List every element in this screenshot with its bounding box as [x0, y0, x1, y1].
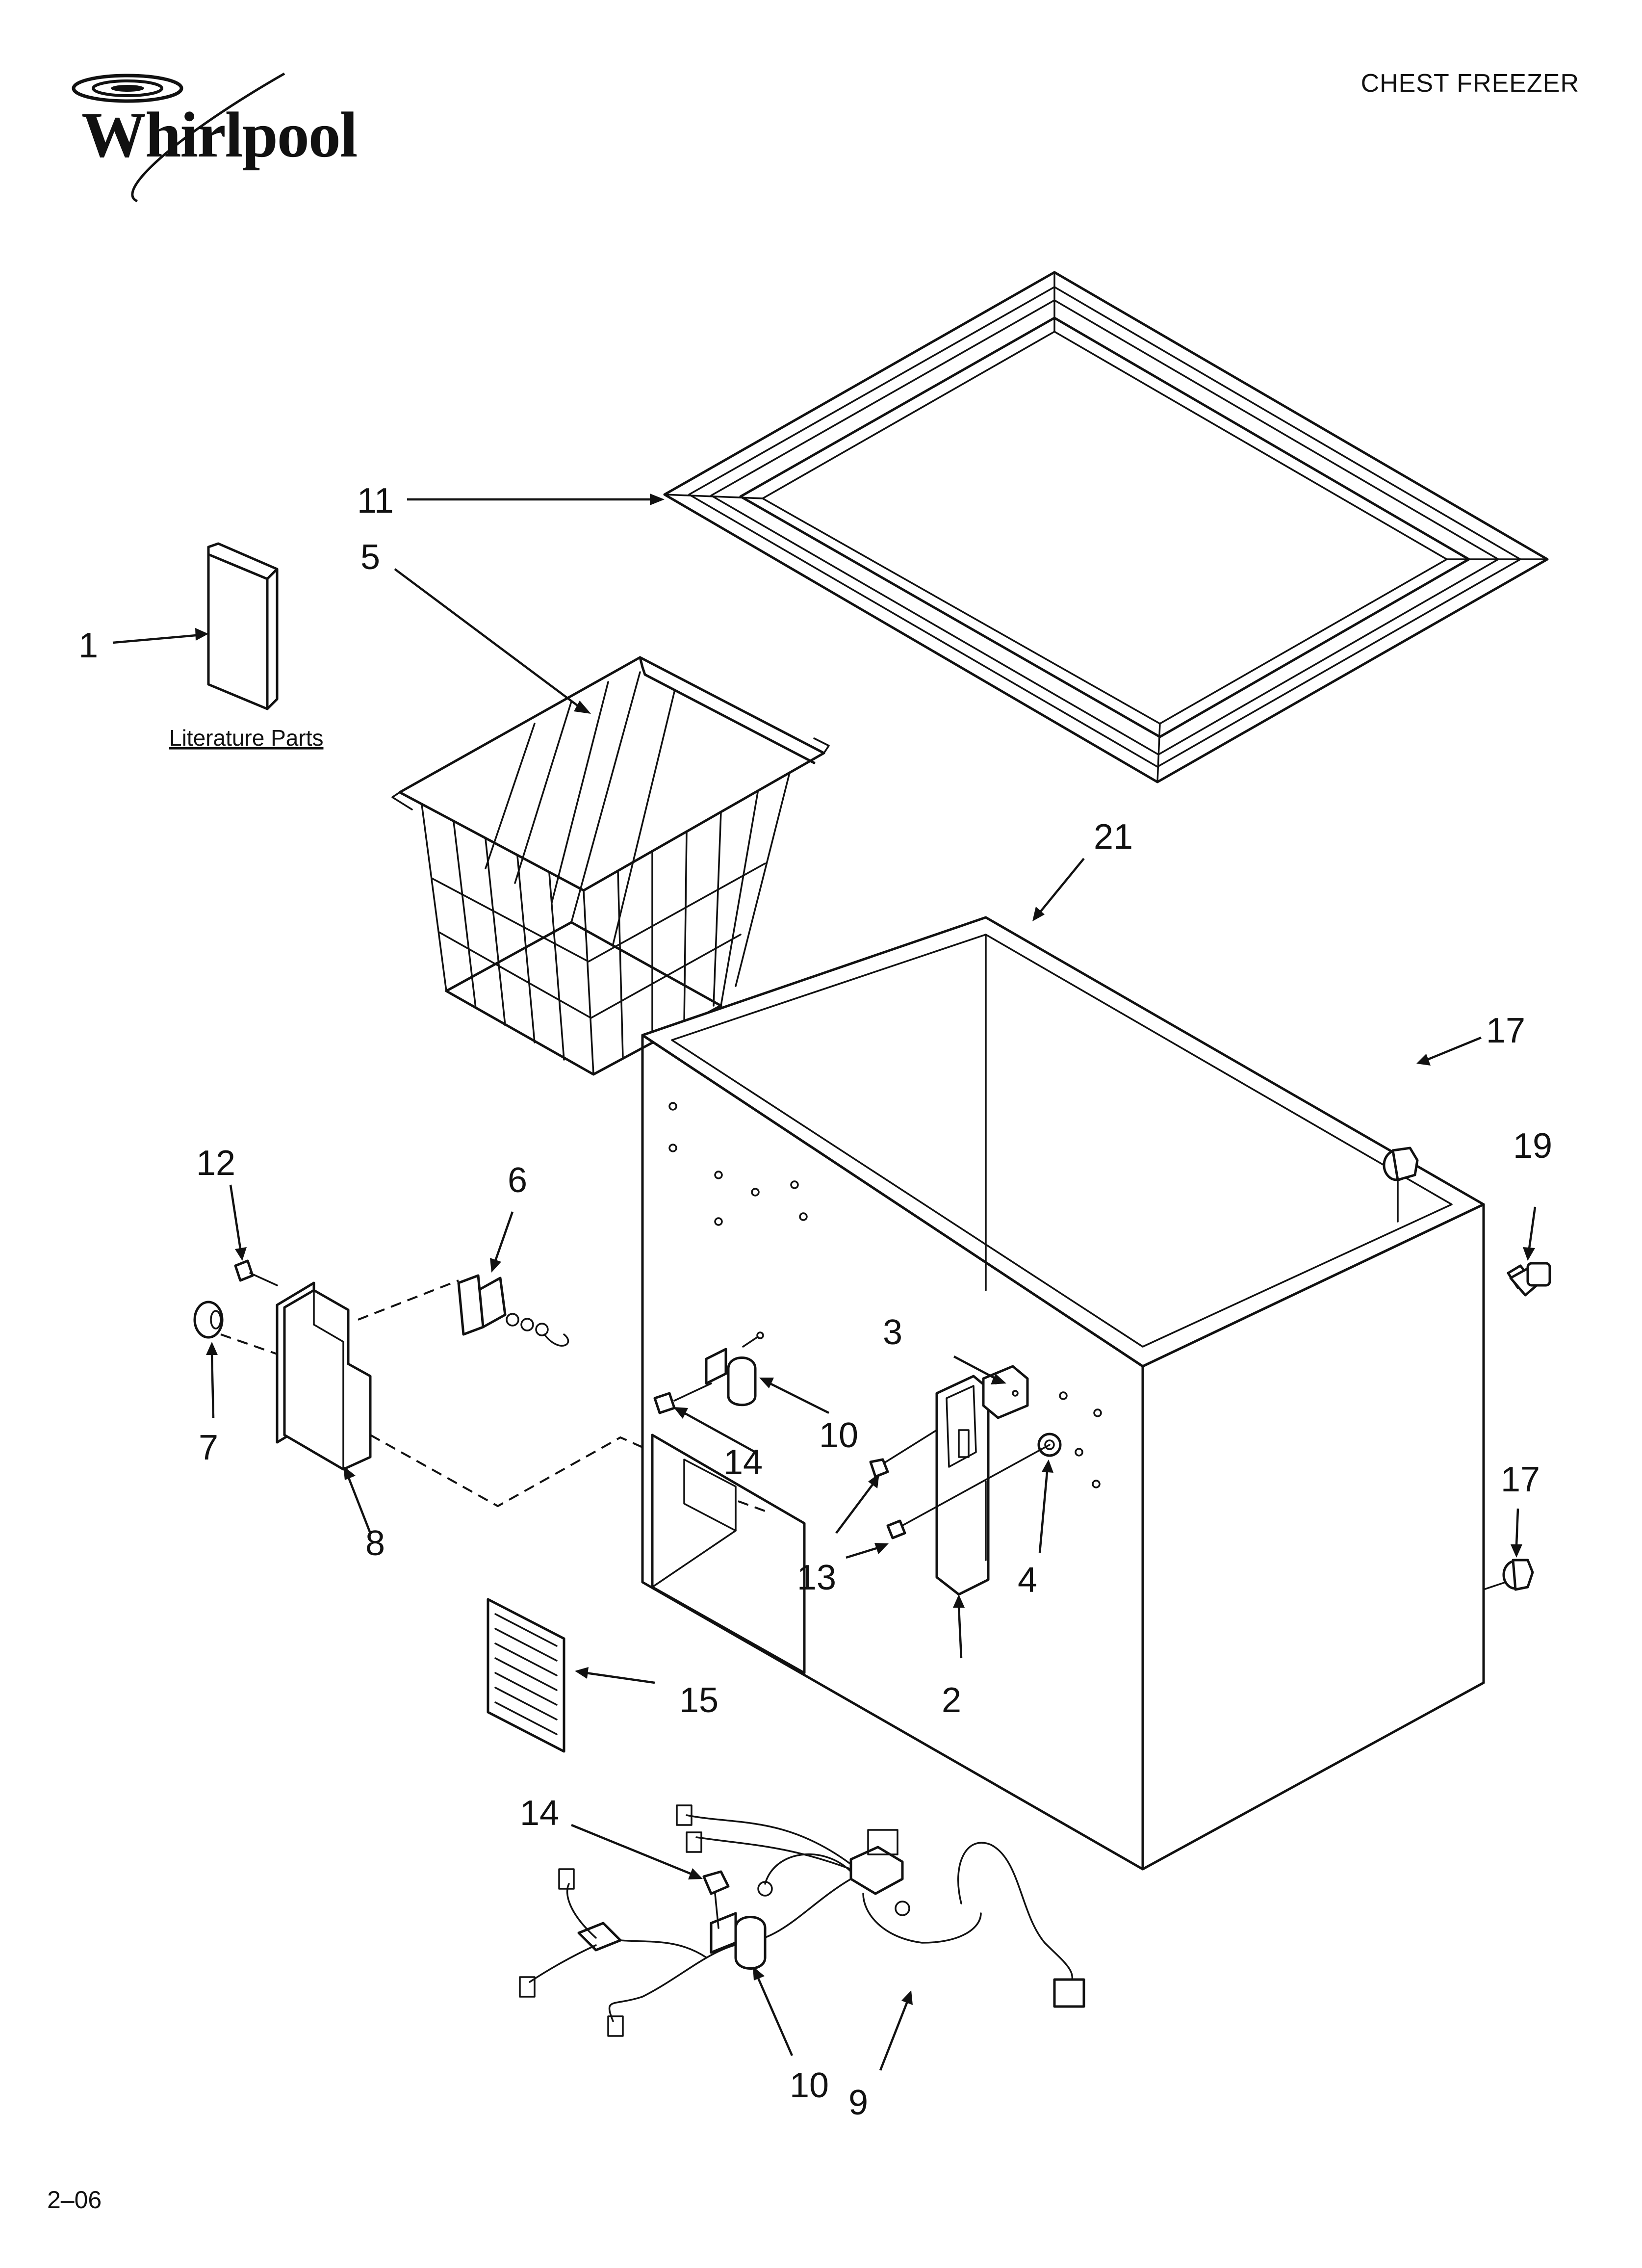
dashed-line-relay — [358, 1279, 459, 1321]
leg-lower — [1483, 1559, 1534, 1591]
literature-parts-label: Literature Parts — [169, 725, 323, 751]
hinge-screws — [869, 1429, 1051, 1539]
callout-13: 13 — [797, 1558, 836, 1597]
callout-21: 21 — [1094, 817, 1133, 857]
callout-11: 11 — [357, 481, 394, 521]
revision-code: 2–06 — [47, 2186, 102, 2214]
callout-6: 6 — [508, 1161, 527, 1200]
wiring-harness — [519, 1804, 1085, 2037]
grommet — [193, 1301, 278, 1355]
relay-part — [457, 1274, 569, 1347]
callout-1: 1 — [78, 626, 98, 665]
cord-clamp-upper — [705, 1331, 764, 1407]
freezer-cabinet — [641, 916, 1485, 1871]
screw-lower — [702, 1870, 730, 1929]
callout-17-upper: 17 — [1486, 1011, 1525, 1050]
lid-gasket-frame — [663, 271, 1549, 783]
leveling-leg — [1507, 1262, 1551, 1297]
callout-4: 4 — [1018, 1561, 1037, 1600]
callout-14-upper: 14 — [723, 1443, 763, 1482]
brand-wordmark: Whirlpool — [81, 99, 358, 171]
leg-upper — [1383, 1147, 1419, 1181]
callout-9: 9 — [848, 2083, 868, 2122]
callout-10-upper: 10 — [819, 1416, 858, 1455]
callout-14-lower: 14 — [520, 1794, 559, 1833]
callout-19: 19 — [1513, 1126, 1552, 1166]
grille — [487, 1598, 565, 1753]
dashed-line-opening — [738, 1500, 766, 1512]
document-title: CHEST FREEZER — [1360, 69, 1579, 98]
electrical-box — [276, 1281, 372, 1471]
callout-5: 5 — [360, 538, 380, 577]
whirlpool-swirl-icon — [72, 72, 285, 203]
callout-3: 3 — [883, 1313, 902, 1352]
whirlpool-logo: Whirlpool — [54, 54, 358, 211]
callout-17-lower: 17 — [1501, 1460, 1540, 1499]
callout-12: 12 — [196, 1144, 235, 1183]
literature-booklet — [207, 542, 279, 710]
callout-10-lower: 10 — [790, 2066, 829, 2105]
callout-2: 2 — [942, 1681, 961, 1720]
callout-7: 7 — [199, 1428, 218, 1467]
wire-basket — [391, 656, 830, 1076]
box-screw — [234, 1259, 278, 1286]
hinge-assembly — [935, 1365, 1062, 1596]
dashed-line-box — [370, 1434, 643, 1508]
cord-clamp-lower — [710, 1912, 767, 1970]
leader-arrows — [112, 494, 1537, 2071]
callout-15: 15 — [679, 1681, 718, 1720]
callout-8: 8 — [365, 1524, 385, 1563]
